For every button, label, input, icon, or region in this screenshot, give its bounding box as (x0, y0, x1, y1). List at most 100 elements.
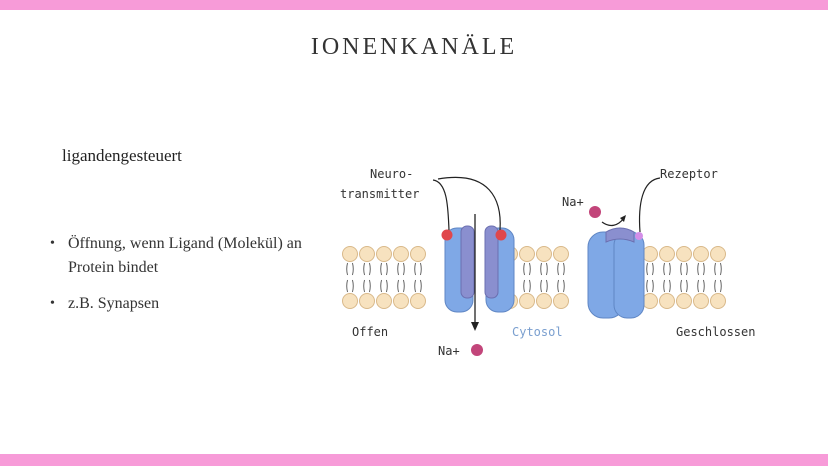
lipid-head (393, 246, 409, 262)
receptor-site (635, 232, 643, 240)
lipid-head (693, 246, 709, 262)
slide-subtitle: ligandengesteuert (62, 146, 182, 165)
lipid-tail (363, 262, 365, 276)
label-rezeptor: Rezeptor (660, 167, 718, 181)
label-open: Offen (352, 325, 388, 339)
lipid-tail (714, 279, 716, 293)
lipid-tail (669, 262, 671, 276)
lipid-tail (646, 279, 648, 293)
label-cytosol: Cytosol (512, 325, 563, 339)
lipid-head (359, 293, 375, 309)
lipid-head (359, 246, 375, 262)
lipid-tail (346, 262, 348, 276)
lipid-tail (369, 279, 371, 293)
lipid-head (536, 246, 552, 262)
lipid-tail (720, 279, 722, 293)
lipid-bilayer (342, 246, 726, 309)
lipid-tail (663, 262, 665, 276)
lipid-tail (529, 279, 531, 293)
bullet-item-example: z.B. Synapsen (48, 292, 318, 316)
lipid-tail (363, 279, 365, 293)
lipid-tail (380, 279, 382, 293)
lipid-head (676, 246, 692, 262)
lipid-tail (663, 279, 665, 293)
lipid-tail (420, 279, 422, 293)
lipid-tail (546, 262, 548, 276)
lipid-tail (680, 262, 682, 276)
lipid-tail (529, 262, 531, 276)
lipid-tail (546, 279, 548, 293)
lipid-head (410, 246, 426, 262)
lipid-head (553, 293, 569, 309)
lipid-tail (420, 262, 422, 276)
label-sodium-bottom: Na+ (438, 344, 460, 358)
lipid-tail (652, 262, 654, 276)
lipid-head (553, 246, 569, 262)
lipid-tail (414, 262, 416, 276)
label-neurotransmitter-line2: transmitter (340, 187, 419, 201)
ligand-left (441, 229, 453, 241)
top-border-band (0, 0, 828, 10)
lipid-tail (352, 262, 354, 276)
lipid-tail (386, 279, 388, 293)
lipid-tail (397, 279, 399, 293)
lipid-head (693, 293, 709, 309)
lipid-tail (563, 279, 565, 293)
lipid-head (710, 246, 726, 262)
lipid-tail (352, 279, 354, 293)
lipid-tail (703, 279, 705, 293)
slide-title: IONENKANÄLE (310, 34, 518, 60)
ligand-right (495, 229, 507, 241)
lipid-head (642, 293, 658, 309)
lipid-tail (369, 262, 371, 276)
bullet-list: Öffnung, wenn Ligand (Molekül) an Protei… (48, 232, 318, 328)
label-closed: Geschlossen (676, 325, 755, 339)
lipid-tail (380, 262, 382, 276)
label-neurotransmitter-line1: Neuro- (370, 167, 413, 181)
closed-channel (587, 227, 645, 319)
lipid-head (519, 293, 535, 309)
bullet-item-opening: Öffnung, wenn Ligand (Molekül) an Protei… (48, 232, 318, 280)
lipid-tail (720, 262, 722, 276)
lipid-head (376, 293, 392, 309)
lipid-tail (703, 262, 705, 276)
lipid-head (410, 293, 426, 309)
lipid-tail (386, 262, 388, 276)
ion-channel-diagram: Neuro- transmitter Rezeptor Na+ Na+ Offe… (330, 150, 790, 370)
lipid-head (519, 246, 535, 262)
sodium-ion-top (589, 206, 601, 218)
label-sodium-top: Na+ (562, 195, 584, 209)
lipid-tail (669, 279, 671, 293)
lipid-tail (697, 262, 699, 276)
lipid-tail (557, 262, 559, 276)
lipid-tail (397, 262, 399, 276)
lipid-head (659, 246, 675, 262)
lipid-tail (540, 279, 542, 293)
bottom-border-band (0, 454, 828, 466)
lipid-tail (686, 262, 688, 276)
lipid-tail (403, 262, 405, 276)
lipid-tail (652, 279, 654, 293)
lipid-head (659, 293, 675, 309)
lipid-tail (540, 262, 542, 276)
lipid-head (342, 246, 358, 262)
lipid-tail (697, 279, 699, 293)
lipid-head (393, 293, 409, 309)
lipid-tail (523, 279, 525, 293)
lipid-head (710, 293, 726, 309)
lipid-tail (714, 262, 716, 276)
lipid-tail (403, 279, 405, 293)
lipid-tail (523, 262, 525, 276)
lipid-tail (346, 279, 348, 293)
lipid-head (536, 293, 552, 309)
sodium-ion-bottom (471, 344, 483, 356)
lipid-tail (686, 279, 688, 293)
lipid-head (376, 246, 392, 262)
lipid-head (676, 293, 692, 309)
lipid-tail (646, 262, 648, 276)
lipid-tail (557, 279, 559, 293)
lipid-head (342, 293, 358, 309)
lipid-tail (563, 262, 565, 276)
open-channel (441, 214, 515, 331)
lipid-tail (680, 279, 682, 293)
